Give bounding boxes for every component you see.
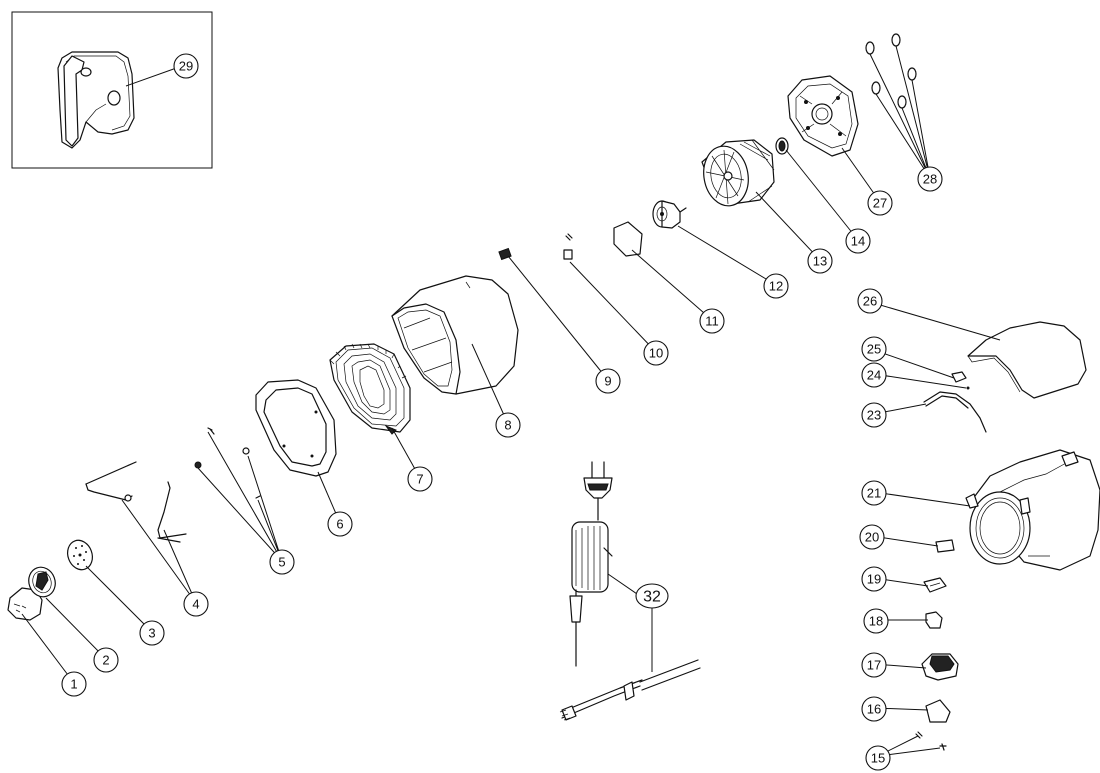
callout-20: 20 bbox=[859, 524, 885, 550]
part-6-front-ring bbox=[255, 379, 337, 477]
callout-21: 21 bbox=[861, 480, 887, 506]
callout-28: 28 bbox=[917, 166, 943, 192]
svg-text:12: 12 bbox=[769, 279, 783, 294]
callout-6: 6 bbox=[327, 511, 353, 537]
svg-text:23: 23 bbox=[867, 408, 881, 423]
callout-23: 23 bbox=[861, 402, 887, 428]
part-5-screws bbox=[194, 427, 261, 499]
svg-text:32: 32 bbox=[643, 589, 661, 606]
part-13-fan-wheel bbox=[701, 139, 775, 207]
part-24-pin bbox=[966, 386, 970, 390]
callout-12: 12 bbox=[763, 273, 789, 299]
part-32-power-cord bbox=[559, 461, 701, 721]
svg-text:17: 17 bbox=[867, 658, 881, 673]
svg-text:29: 29 bbox=[179, 59, 193, 74]
svg-text:18: 18 bbox=[869, 614, 883, 629]
svg-text:14: 14 bbox=[851, 234, 865, 249]
callout-27: 27 bbox=[867, 190, 893, 216]
leader-lines bbox=[21, 45, 1001, 757]
callout-15: 15 bbox=[865, 745, 891, 771]
part-14-hub bbox=[775, 137, 789, 155]
callout-16: 16 bbox=[861, 696, 887, 722]
part-3-dial-plate bbox=[67, 539, 93, 571]
callout-8: 8 bbox=[495, 412, 521, 438]
part-21-housing bbox=[965, 449, 1100, 571]
svg-text:8: 8 bbox=[504, 418, 511, 433]
svg-text:11: 11 bbox=[705, 314, 719, 329]
part-17-thermostat bbox=[921, 653, 959, 681]
part-10-component bbox=[563, 233, 573, 260]
svg-text:27: 27 bbox=[873, 196, 887, 211]
svg-text:5: 5 bbox=[278, 555, 285, 570]
callout-10: 10 bbox=[643, 340, 669, 366]
inset-box bbox=[11, 11, 213, 169]
callout-13: 13 bbox=[807, 248, 833, 274]
svg-text:10: 10 bbox=[649, 346, 663, 361]
callout-19: 19 bbox=[861, 566, 887, 592]
callout-1: 1 bbox=[61, 671, 87, 697]
callout-14: 14 bbox=[845, 228, 871, 254]
part-25-clip bbox=[951, 371, 967, 383]
part-20-label bbox=[935, 539, 955, 553]
callout-3: 3 bbox=[139, 620, 165, 646]
callout-25: 25 bbox=[861, 336, 887, 362]
svg-text:16: 16 bbox=[867, 702, 881, 717]
svg-text:28: 28 bbox=[923, 172, 937, 187]
svg-text:26: 26 bbox=[863, 294, 877, 309]
svg-text:9: 9 bbox=[604, 374, 611, 389]
callout-32: 32 bbox=[635, 583, 669, 609]
part-18-block bbox=[925, 611, 943, 629]
callout-2: 2 bbox=[93, 647, 119, 673]
svg-text:19: 19 bbox=[867, 572, 881, 587]
part-29-bracket bbox=[57, 51, 135, 149]
callout-17: 17 bbox=[861, 652, 887, 678]
part-16-bracket bbox=[925, 699, 951, 723]
part-12-motor bbox=[652, 200, 687, 229]
callout-11: 11 bbox=[699, 308, 725, 334]
callout-18: 18 bbox=[863, 608, 889, 634]
svg-text:1: 1 bbox=[70, 677, 77, 692]
svg-text:20: 20 bbox=[865, 530, 879, 545]
part-8-shroud bbox=[391, 275, 519, 395]
svg-text:2: 2 bbox=[102, 653, 109, 668]
callout-29: 29 bbox=[173, 53, 199, 79]
svg-text:3: 3 bbox=[148, 626, 155, 641]
part-11-plate bbox=[613, 221, 643, 257]
part-15-screws bbox=[915, 731, 947, 751]
part-4-wire-handles bbox=[85, 461, 187, 543]
callout-24: 24 bbox=[861, 362, 887, 388]
callout-26: 26 bbox=[857, 288, 883, 314]
part-7-heating-element bbox=[329, 343, 411, 435]
svg-text:4: 4 bbox=[192, 597, 199, 612]
part-27-rear-cover bbox=[787, 75, 859, 157]
svg-text:21: 21 bbox=[867, 486, 881, 501]
part-23-wire bbox=[923, 391, 987, 433]
part-19-connector bbox=[923, 577, 947, 593]
callout-9: 9 bbox=[595, 368, 621, 394]
svg-text:7: 7 bbox=[416, 472, 423, 487]
callout-4: 4 bbox=[183, 591, 209, 617]
callout-7: 7 bbox=[407, 466, 433, 492]
callout-5: 5 bbox=[269, 549, 295, 575]
callouts: 1 2 3 4 5 6 7 8 bbox=[61, 53, 943, 771]
part-28-feet bbox=[865, 33, 917, 109]
part-26-top-cover bbox=[967, 321, 1087, 399]
svg-text:24: 24 bbox=[867, 368, 881, 383]
svg-text:13: 13 bbox=[813, 254, 827, 269]
svg-text:15: 15 bbox=[871, 751, 885, 766]
svg-text:6: 6 bbox=[336, 517, 343, 532]
part-1-cap bbox=[7, 587, 43, 621]
svg-text:25: 25 bbox=[867, 342, 881, 357]
part-2-knob bbox=[28, 566, 56, 598]
